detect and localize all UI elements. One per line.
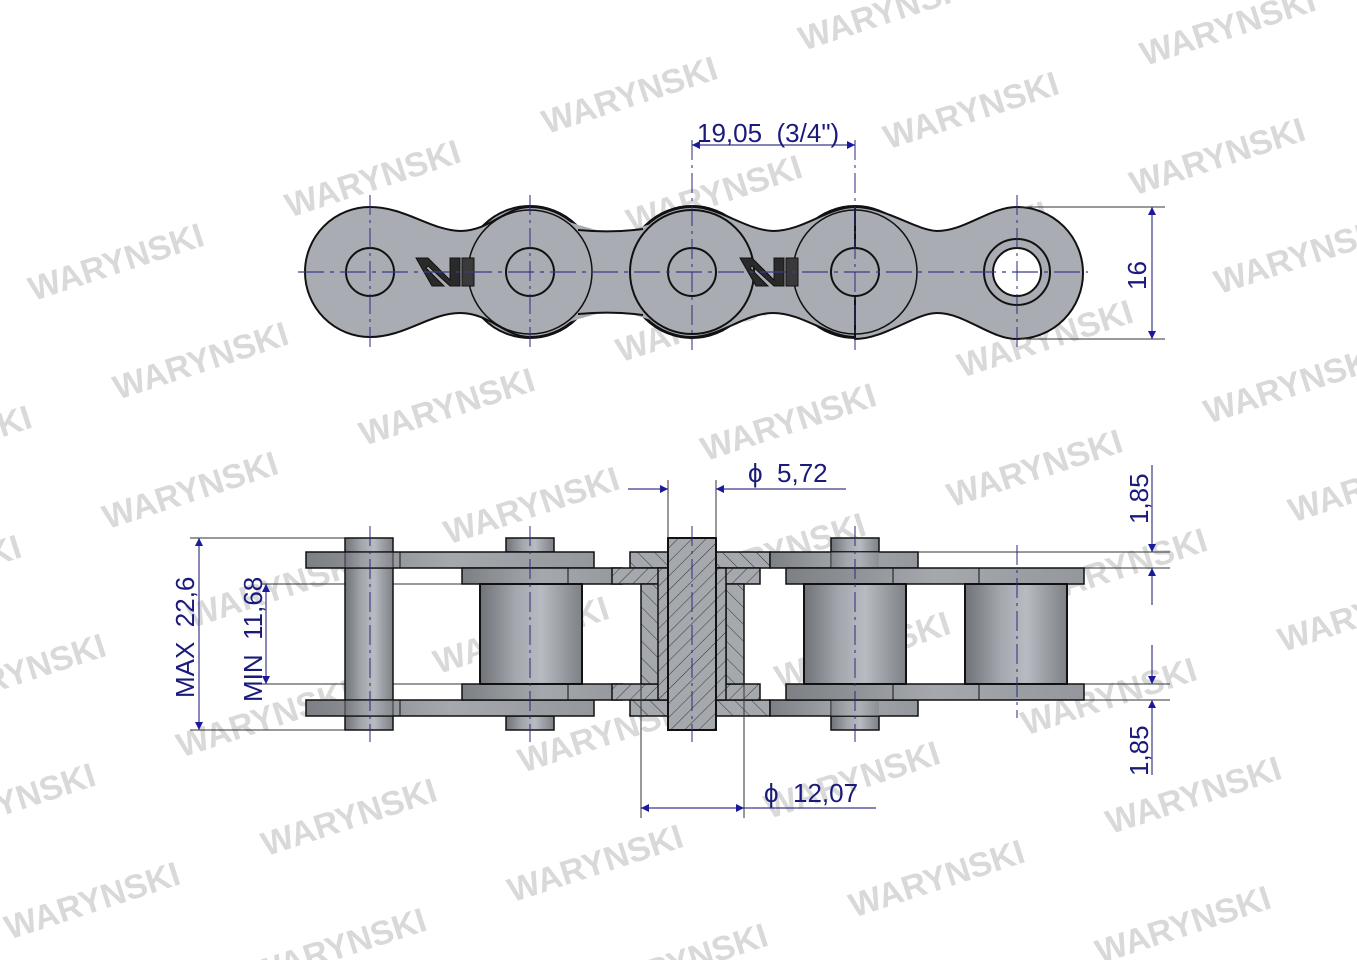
svg-text:WARYNSKI: WARYNSKI (1136, 0, 1321, 74)
roller-diameter-label: ϕ 12,07 (764, 778, 859, 808)
svg-text:WARYNSKI: WARYNSKI (879, 65, 1064, 157)
top-view (298, 140, 1165, 350)
svg-text:WARYNSKI: WARYNSKI (1091, 879, 1276, 960)
max-width-label: MAX 22,6 (170, 576, 200, 698)
svg-text:WARYNSKI: WARYNSKI (98, 445, 283, 537)
min-width-label: MIN 11,68 (238, 576, 268, 702)
svg-text:WARYNSKI: WARYNSKI (0, 399, 36, 491)
height-label: 16 (1122, 261, 1152, 290)
svg-text:WARYNSKI: WARYNSKI (794, 0, 979, 58)
svg-text:WARYNSKI: WARYNSKI (503, 818, 688, 910)
inner-plate (785, 567, 1085, 585)
svg-text:WARYNSKI: WARYNSKI (24, 216, 209, 308)
svg-text:WARYNSKI: WARYNSKI (1273, 567, 1357, 659)
inner-plate (461, 567, 623, 585)
inner-plate (785, 683, 1085, 701)
svg-text:WARYNSKI: WARYNSKI (0, 756, 100, 848)
svg-text:WARYNSKI: WARYNSKI (844, 833, 1029, 925)
pin (344, 537, 394, 731)
svg-text:WARYNSKI: WARYNSKI (1125, 111, 1310, 203)
height-dimension (1020, 206, 1165, 340)
plate-thickness-bottom-label: 1,85 (1124, 725, 1154, 776)
svg-text:WARYNSKI: WARYNSKI (0, 528, 26, 620)
svg-text:WARYNSKI: WARYNSKI (696, 376, 881, 468)
roller (964, 583, 1068, 685)
svg-text:WARYNSKI: WARYNSKI (588, 916, 773, 960)
svg-text:WARYNSKI: WARYNSKI (108, 315, 293, 407)
plate-thickness-top-label: 1,85 (1124, 473, 1154, 524)
svg-text:WARYNSKI: WARYNSKI (537, 50, 722, 142)
svg-text:WARYNSKI: WARYNSKI (0, 627, 111, 719)
pin-diameter-label: ϕ 5,72 (748, 458, 828, 488)
svg-text:WARYNSKI: WARYNSKI (1210, 210, 1357, 302)
svg-text:WARYNSKI: WARYNSKI (942, 423, 1127, 515)
inner-plate (461, 683, 623, 701)
svg-text:WARYNSKI: WARYNSKI (1284, 438, 1357, 530)
svg-text:WARYNSKI: WARYNSKI (355, 361, 540, 453)
svg-text:WARYNSKI: WARYNSKI (246, 901, 431, 960)
svg-text:WARYNSKI: WARYNSKI (1199, 339, 1357, 431)
roller (479, 583, 583, 685)
svg-text:WARYNSKI: WARYNSKI (0, 855, 185, 947)
pitch-label: 19,05 (3/4") (697, 118, 840, 148)
section-cut (611, 537, 771, 731)
side-view (190, 465, 1170, 818)
svg-text:WARYNSKI: WARYNSKI (257, 772, 442, 864)
